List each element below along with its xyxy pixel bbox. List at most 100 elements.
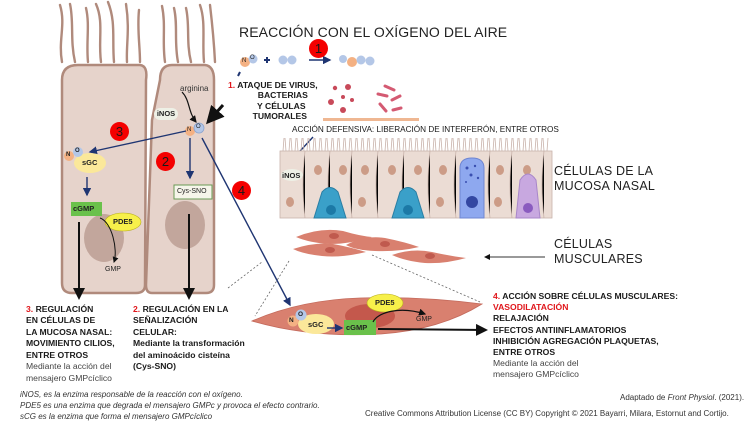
mucosa-cilium: [516, 137, 519, 152]
bacteria-icon: [376, 84, 403, 113]
mucosa-cilium: [306, 137, 309, 152]
mucosa-cilium: [518, 137, 521, 152]
mucosa-cilium: [456, 137, 459, 152]
mucosa-cilium: [498, 137, 501, 152]
gmp-label-left: GMP: [105, 266, 121, 273]
mucosa-cilium: [446, 137, 449, 152]
mucosa-cilium: [530, 137, 533, 152]
mucosa-cilium: [506, 137, 509, 152]
mucosa-cilium: [386, 137, 389, 152]
mucosa-cilium: [392, 137, 395, 152]
mucosa-cilium: [294, 137, 297, 152]
mucosa-nucleus: [439, 165, 447, 175]
mucosa-cilium: [444, 137, 447, 152]
o-atom-left: [73, 147, 83, 157]
mucosa-cilium: [300, 137, 303, 152]
cilia-left: [58, 0, 142, 64]
mucosa-cilium: [330, 137, 333, 152]
nucleus-right: [165, 201, 205, 249]
mucosa-cilium: [302, 137, 305, 152]
mucosa-nucleus: [388, 165, 396, 175]
mucosa-cilium: [410, 137, 413, 152]
zoom-line-left: [254, 260, 290, 317]
mucosa-cilium: [368, 137, 371, 152]
mucosa-cilium: [296, 137, 299, 152]
mucosa-cilium: [384, 137, 387, 152]
mucosa-cell-border: [487, 150, 491, 219]
mucosa-cilium: [486, 137, 489, 152]
mucosa-cell-border: [453, 150, 457, 219]
inos-label: iNOS: [154, 108, 178, 120]
mucosa-cilium: [528, 137, 531, 152]
arginine-label: arginina: [180, 84, 209, 93]
mucosa-cilium: [408, 137, 411, 152]
mucosa-cilium: [492, 137, 495, 152]
muscle-label: CÉLULAS MUSCULARES: [554, 237, 643, 266]
pde5-arc-muscle: [372, 308, 427, 323]
mucosa-cilium: [462, 137, 465, 152]
mucosa-cilium: [542, 137, 545, 152]
mucosa-cilium: [464, 137, 467, 152]
footnotes: iNOS, es la enzima responsable de la rea…: [20, 390, 320, 421]
mucosa-cilium: [282, 137, 285, 152]
muscle-cgmp-label: cGMP: [346, 323, 368, 332]
mucosa-cilium: [288, 137, 291, 152]
mucosa-cilium: [432, 137, 435, 152]
mucosa-cilium: [524, 137, 527, 152]
mucosa-cilium: [350, 137, 353, 152]
mucosa-cilium: [414, 137, 417, 152]
mucosa-cilium: [332, 137, 335, 152]
pde5-label-left: PDE5: [113, 217, 133, 226]
mucosa-cilium: [512, 137, 515, 152]
mucosa-cilium: [360, 137, 363, 152]
n-atom: [185, 126, 195, 136]
cys-sno-label: Cys-SNO: [177, 188, 207, 195]
mucosa-cilium: [336, 137, 339, 152]
mucosa-cilium: [438, 137, 441, 152]
mucosa-cilium: [284, 137, 287, 152]
mucosa-cilium: [416, 137, 419, 152]
n-atom-left: [64, 151, 74, 161]
sgc-enzyme-left: [74, 153, 106, 173]
mucosa-nucleus: [496, 165, 504, 175]
sgc-n-left: N: [66, 152, 71, 158]
mucosa-cilium: [348, 137, 351, 152]
right-epithelial-cell: [144, 63, 216, 295]
mucosa-nucleus: [436, 197, 444, 207]
mucosa-cilium: [536, 137, 539, 152]
mucosa-cilium: [314, 137, 317, 152]
nasal-mucosa-epithelium: [279, 137, 553, 219]
mucosa-cilium: [366, 137, 369, 152]
cgmp-box-left: [71, 202, 102, 216]
pde5-enzyme-muscle: [366, 293, 404, 313]
pde5-arc-left: [99, 217, 119, 263]
mucosa-cilium: [480, 137, 483, 152]
mucosa-surface-line: [323, 118, 419, 121]
muscle-n-label: N: [289, 317, 294, 324]
mucosa-cilium: [356, 137, 359, 152]
mucosa-cell-border: [349, 150, 353, 219]
mucosa-cilium: [380, 137, 383, 152]
mucosa-cilium: [458, 137, 461, 152]
mucosa-nucleus: [523, 165, 531, 175]
mucosa-cilium: [450, 137, 453, 152]
mucosa-cilium: [320, 137, 323, 152]
muscle-sgc-label: sGC: [308, 320, 324, 329]
mucosa-cilium: [510, 137, 513, 152]
mucosa-cilium: [342, 137, 345, 152]
mucosa-cilium: [546, 137, 549, 152]
mucosa-cilium: [540, 137, 543, 152]
source-credit: Adaptado de Front Physiol. (2021).: [620, 393, 745, 402]
mucosa-label: CÉLULAS DE LA MUCOSA NASAL: [554, 164, 656, 193]
step-badge-3: 3: [110, 122, 129, 141]
mucosa-inos-label: iNOS: [282, 171, 301, 180]
arginine-arrow: [181, 91, 197, 123]
o-atom: [193, 122, 205, 134]
mucosa-cilium: [372, 137, 375, 152]
attack-number: 1.: [228, 80, 236, 90]
arrow-to-muscle: [201, 137, 291, 307]
attack-description: 1. ATAQUE DE VIRUS, BACTERIAS Y CÉLULAS …: [228, 80, 318, 122]
mucosa-cilium: [422, 137, 425, 152]
attack-arrow: [206, 104, 225, 125]
action-4-text: 4. ACCIÓN SOBRE CÉLULAS MUSCULARES: VASO…: [493, 291, 678, 380]
